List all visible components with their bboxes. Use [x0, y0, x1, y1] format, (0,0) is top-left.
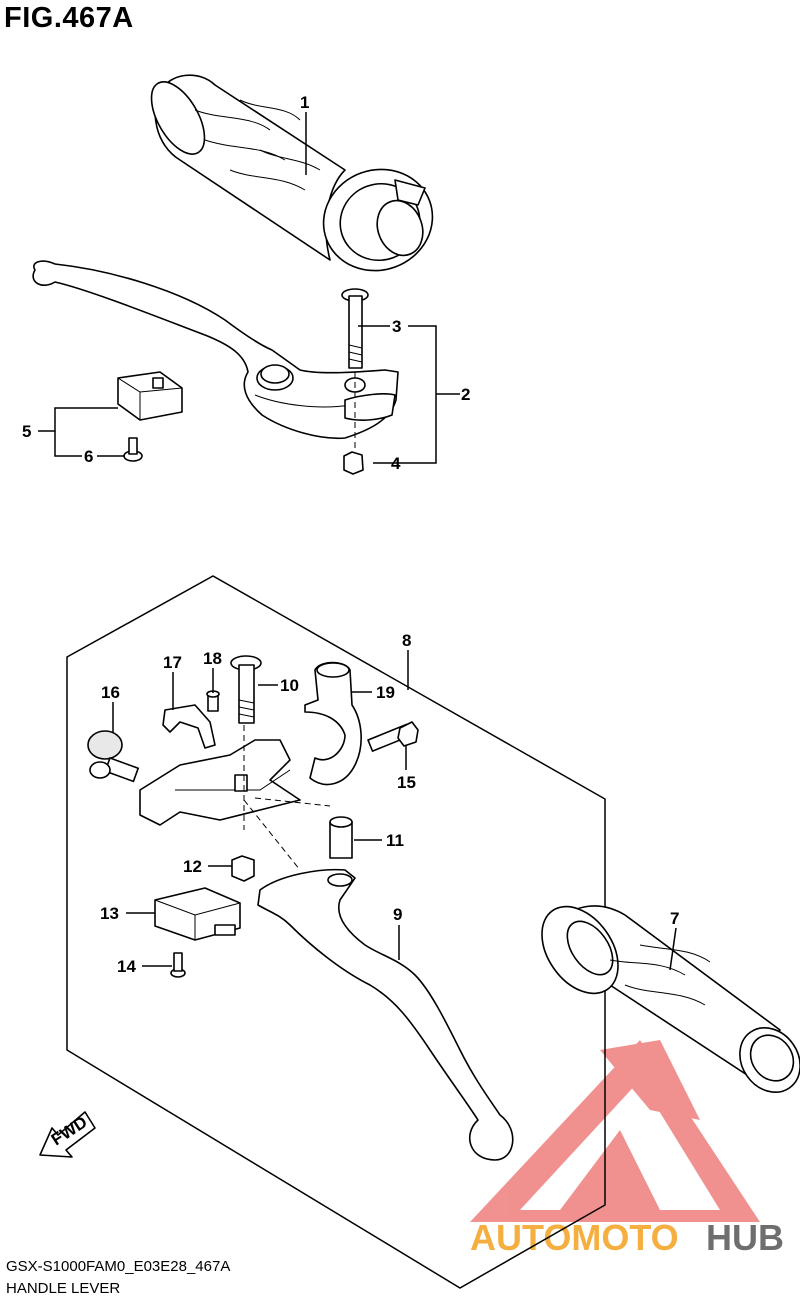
part-8-assembly-outline — [66, 575, 606, 1289]
part-16-adjuster — [87, 730, 139, 783]
figure-title: FIG.467A — [4, 2, 134, 34]
callout-7: 7 — [670, 909, 679, 928]
callout-10: 10 — [280, 676, 299, 695]
figure-model-code: GSX-S1000FAM0_E03E28_467A — [6, 1258, 231, 1275]
figure-section-name: HANDLE LEVER — [6, 1280, 121, 1297]
leader-lines — [38, 112, 677, 971]
part-12-nut — [231, 855, 255, 882]
callout-2: 2 — [461, 385, 470, 404]
callout-11: 11 — [386, 831, 404, 850]
callout-6: 6 — [84, 447, 93, 466]
watermark-logo — [470, 1040, 760, 1222]
callout-5: 5 — [22, 422, 31, 441]
part-9-clutch-lever — [257, 868, 514, 1161]
part-18-screw — [206, 690, 220, 712]
part-15-bolt — [367, 721, 419, 752]
fwd-arrow — [39, 1111, 96, 1158]
callout-15: 15 — [397, 773, 416, 792]
part-19-clamp — [304, 661, 362, 786]
part-10-pivot-bolt — [230, 655, 262, 724]
part-7-left-grip — [541, 905, 800, 1093]
watermark-auto-text: AUTOMOTO — [470, 1217, 679, 1258]
part-11-bushing — [329, 816, 353, 859]
part-4-nut — [343, 451, 364, 475]
callout-17: 17 — [163, 653, 182, 672]
part-2-brake-lever — [32, 260, 399, 440]
part-8-lever-holder — [139, 739, 301, 826]
part-17-bracket — [162, 704, 216, 749]
callout-1: 1 — [300, 93, 309, 112]
callout-3: 3 — [392, 317, 401, 336]
callout-18: 18 — [203, 649, 222, 668]
part-13-clutch-switch — [154, 887, 241, 941]
watermark-hub-text: HUB — [706, 1217, 784, 1258]
callout-14: 14 — [117, 957, 136, 976]
callout-19: 19 — [376, 683, 395, 702]
part-6-screw — [123, 437, 143, 462]
callout-13: 13 — [100, 904, 119, 923]
part-14-screw — [170, 952, 186, 978]
part-1-throttle-grip — [150, 74, 434, 272]
part-5-brake-switch — [117, 371, 183, 421]
part-3-pivot-bolt — [341, 288, 369, 369]
callout-8: 8 — [402, 631, 411, 650]
callout-9: 9 — [393, 905, 402, 924]
callout-16: 16 — [101, 683, 120, 702]
callout-4: 4 — [391, 454, 401, 473]
callout-12: 12 — [183, 857, 202, 876]
